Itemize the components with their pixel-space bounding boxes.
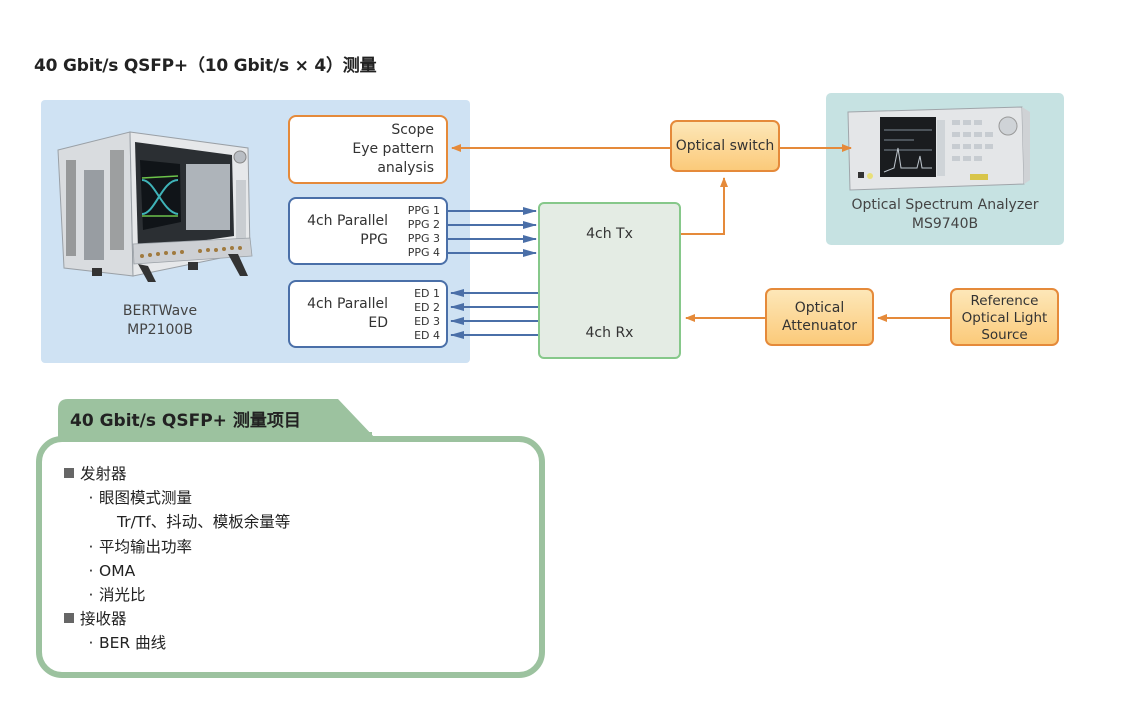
measurement-item-text: 发射器 — [80, 465, 127, 483]
diagram-title: 40 Gbit/s QSFP+（10 Gbit/s × 4）测量 — [34, 56, 377, 76]
reference-source-label: Source — [981, 327, 1028, 343]
reference-source-label: Optical Light — [961, 310, 1048, 326]
measurement-item: · 眼图模式测量 — [64, 486, 290, 510]
measurement-item-text: BER 曲线 — [99, 634, 167, 653]
bertwave-instrument-icon — [57, 131, 253, 282]
measurement-item-text: 眼图模式测量 — [99, 489, 193, 508]
scope-label: analysis — [377, 160, 434, 176]
ppg-label-line2: PPG — [360, 232, 388, 248]
measurement-item-text: OMA — [99, 561, 136, 580]
tx-to-switch-arrow — [681, 177, 728, 235]
bertwave-caption: BERTWave MP2100B — [60, 302, 260, 340]
rx-label: 4ch Rx — [585, 325, 634, 341]
dot-bullet-icon: · — [88, 561, 94, 580]
measurement-item-text: Tr/Tf、抖动、模板余量等 — [117, 513, 291, 532]
bertwave-name: BERTWave — [122, 303, 198, 319]
spectrum-analyzer-icon — [847, 106, 1030, 191]
measurement-list: 发射器 · 眼图模式测量 Tr/Tf、抖动、模板余量等 · 平均输出功率 · OMA · 消光比接… — [64, 462, 290, 656]
bertwave-model: MP2100B — [127, 322, 193, 338]
ed-box: 4ch Parallel ED ED 1 ED 2 ED 3 ED 4 — [288, 280, 448, 348]
ppg-channel: PPG 3 — [407, 232, 440, 245]
attenuator-label: Attenuator — [781, 318, 858, 334]
measurement-item: 发射器 — [64, 462, 290, 486]
measurement-item: Tr/Tf、抖动、模板余量等 — [64, 510, 290, 534]
measurement-card — [36, 436, 545, 678]
square-bullet-icon — [64, 613, 74, 624]
blue-connectors — [448, 207, 538, 339]
ed-label-line1: 4ch Parallel — [307, 296, 388, 312]
measurement-heading: 40 Gbit/s QSFP+ 测量项目 — [70, 411, 301, 431]
measurement-tab — [58, 399, 376, 439]
dot-bullet-icon: · — [88, 586, 94, 605]
measurement-item-text: 平均输出功率 — [99, 537, 193, 556]
measurement-item: · 平均输出功率 — [64, 535, 290, 559]
scope-label: Scope — [391, 122, 434, 138]
osa-name: Optical Spectrum Analyzer — [851, 197, 1039, 213]
ppg-channel: PPG 1 — [407, 204, 440, 217]
tab-join — [58, 432, 372, 442]
measurement-item: 接收器 — [64, 607, 290, 631]
ppg-channel: PPG 4 — [407, 246, 440, 259]
measurement-item: · 消光比 — [64, 583, 290, 607]
scope-box: Scope Eye pattern analysis — [288, 115, 448, 184]
scope-label: Eye pattern — [352, 141, 434, 157]
osa-caption: Optical Spectrum Analyzer MS9740B — [826, 196, 1064, 234]
measurement-item-text: 消光比 — [99, 586, 146, 605]
optical-attenuator-box: Optical Attenuator — [765, 288, 874, 346]
ed-channel: ED 2 — [414, 301, 440, 314]
reference-source-label: Reference — [970, 293, 1039, 309]
qsfp-module-box: 4ch Tx 4ch Rx — [538, 202, 681, 359]
measurement-item-text: 接收器 — [80, 610, 127, 629]
square-bullet-icon — [64, 468, 74, 478]
ed-label-line2: ED — [368, 315, 388, 331]
measurement-item: · BER 曲线 — [64, 631, 290, 655]
osa-model: MS9740B — [911, 216, 979, 232]
reference-light-source-box: Reference Optical Light Source — [950, 288, 1059, 346]
dot-bullet-icon: · — [88, 634, 94, 653]
ed-channel: ED 3 — [414, 315, 440, 328]
ed-channel: ED 1 — [414, 287, 440, 300]
orange-connectors — [451, 144, 950, 322]
dot-bullet-icon: · — [88, 489, 94, 508]
attenuator-label: Optical — [794, 300, 845, 316]
ppg-label-line1: 4ch Parallel — [307, 213, 388, 229]
ppg-box: 4ch Parallel PPG PPG 1 PPG 2 PPG 3 PPG 4 — [288, 197, 448, 265]
ed-channel: ED 4 — [414, 329, 440, 342]
measurement-item: · OMA — [64, 559, 290, 583]
tx-label: 4ch Tx — [586, 226, 633, 242]
ppg-channel: PPG 2 — [407, 218, 440, 231]
dot-bullet-icon: · — [88, 537, 94, 556]
optical-switch-box: Optical switch — [670, 120, 780, 172]
